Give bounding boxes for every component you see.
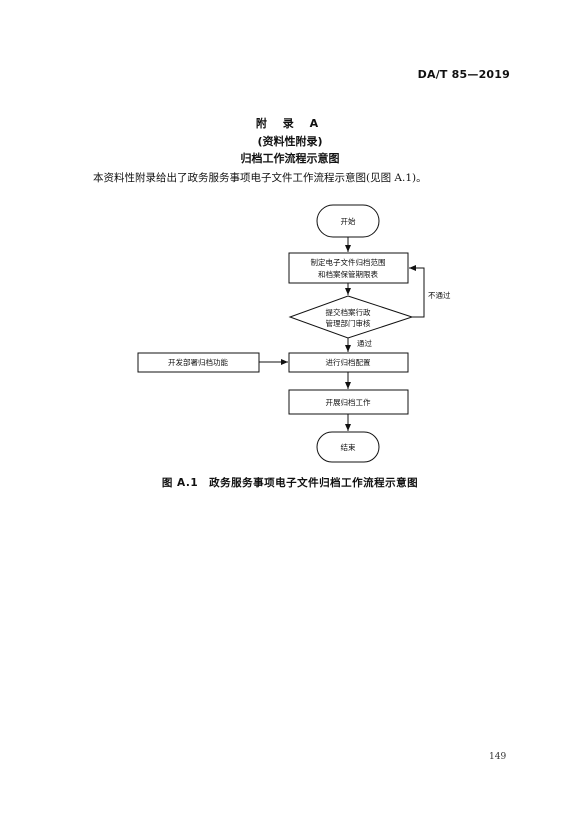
appendix-note: (资料性附录) bbox=[257, 135, 323, 148]
appendix-title: 附 录 A bbox=[255, 117, 325, 130]
review-decision-diamond bbox=[288, 295, 414, 339]
step-configure-label: 进行归档配置 bbox=[326, 357, 371, 367]
step-define-scope-line1: 制定电子文件归档范围 bbox=[311, 257, 386, 267]
review-decision-line2: 管理部门审核 bbox=[326, 318, 371, 328]
end-label: 结束 bbox=[341, 442, 356, 452]
end-terminator bbox=[316, 431, 380, 463]
appendix-heading: 归档工作流程示意图 bbox=[240, 152, 340, 165]
intro-paragraph: 本资料性附录给出了政务服务事项电子文件工作流程示意图(见图 A.1)。 bbox=[93, 172, 427, 184]
step-carry-out-box bbox=[288, 389, 409, 415]
pass-label: 通过 bbox=[357, 338, 372, 348]
review-decision-line1: 提交档案行政 bbox=[326, 307, 371, 317]
fail-loop-line bbox=[409, 265, 425, 318]
figure-caption: 图 A.1 政务服务事项电子文件归档工作流程示意图 bbox=[161, 477, 419, 489]
step-define-scope-line2: 和档案保管期限表 bbox=[318, 269, 378, 279]
side-develop-function-label: 开发部署归档功能 bbox=[168, 357, 228, 367]
standard-code: DA/T 85—2019 bbox=[417, 68, 510, 81]
step-carry-out-label: 开展归档工作 bbox=[326, 397, 371, 407]
fail-label: 不通过 bbox=[428, 290, 451, 300]
start-label: 开始 bbox=[341, 216, 356, 226]
page-number: 149 bbox=[489, 752, 507, 762]
